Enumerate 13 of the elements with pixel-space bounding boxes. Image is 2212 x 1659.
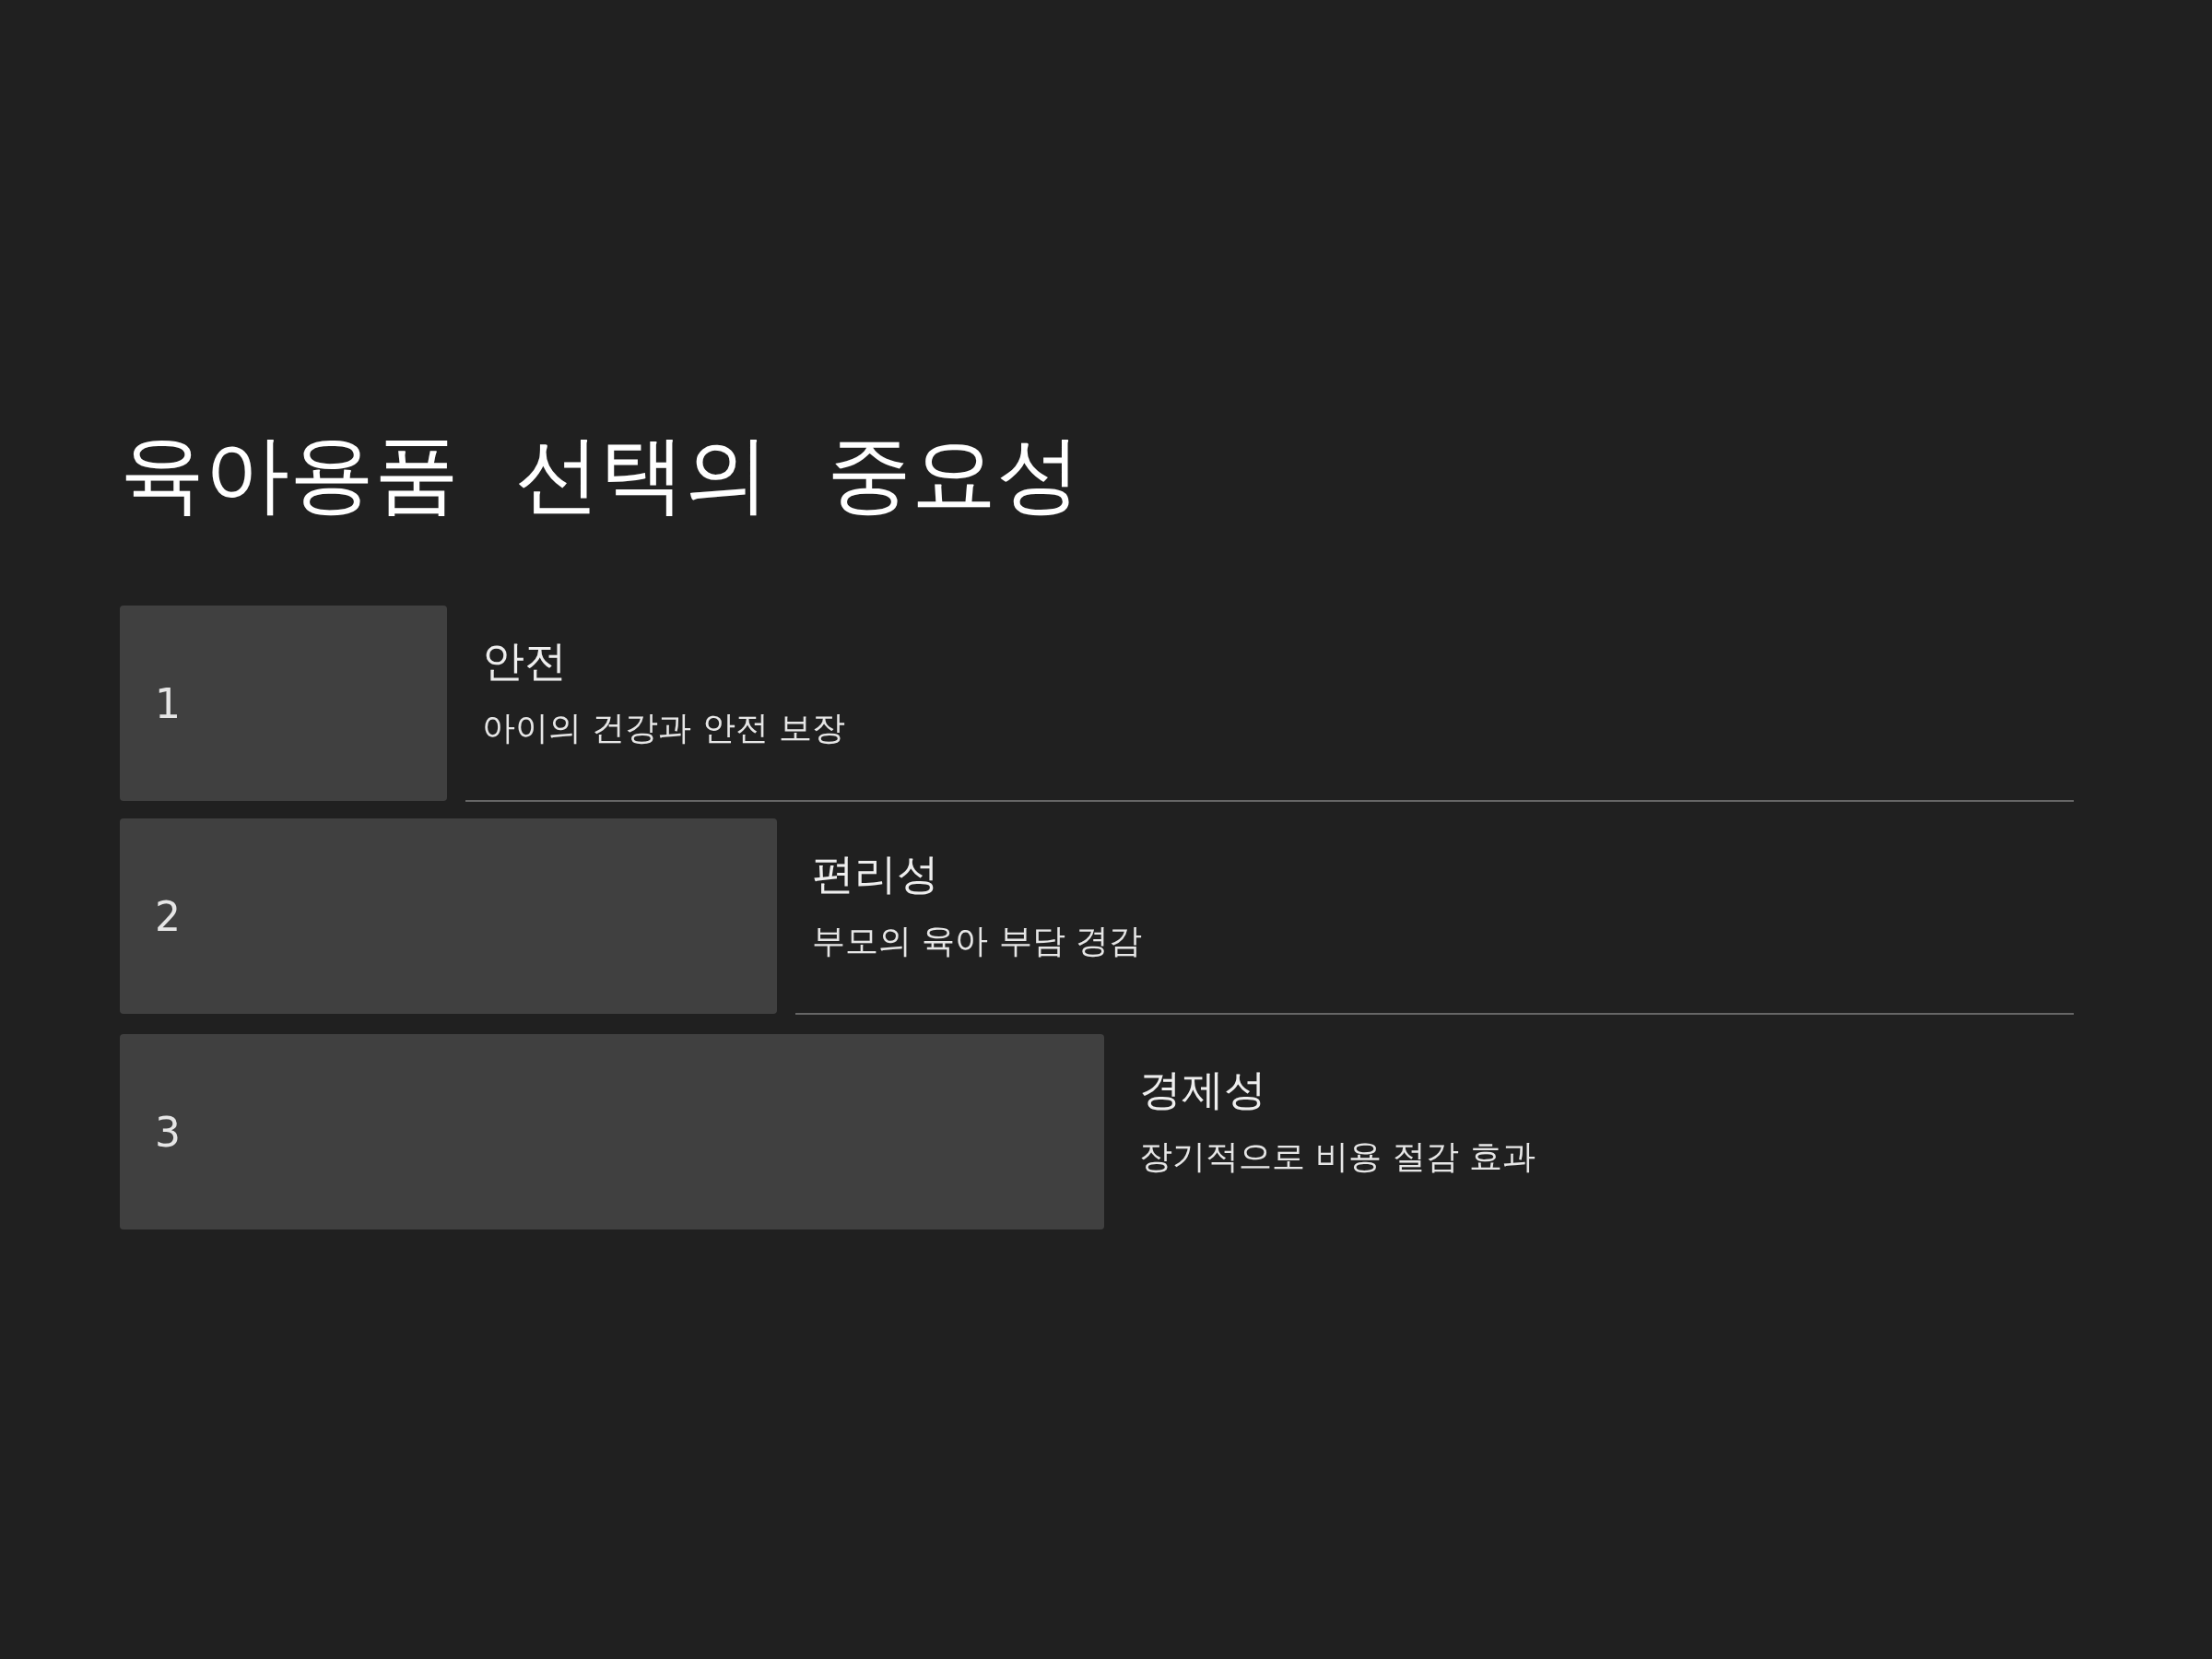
step-bar (120, 1034, 1104, 1230)
slide-title: 육아용품 선택의 중요성 (120, 424, 1081, 525)
step-number: 1 (155, 682, 181, 726)
step-description: 장기적으로 비용 절감 효과 (1139, 1136, 1536, 1177)
step-description: 부모의 육아 부담 경감 (812, 921, 1143, 961)
step-heading: 편리성 (812, 848, 939, 900)
step-heading: 안전 (482, 635, 567, 687)
step-heading: 경제성 (1139, 1064, 1266, 1115)
step-bar (120, 606, 447, 801)
step-number: 3 (155, 1111, 181, 1155)
step-description: 아이의 건강과 안전 보장 (482, 708, 846, 748)
step-bar (120, 818, 777, 1014)
step-number: 2 (155, 895, 181, 939)
